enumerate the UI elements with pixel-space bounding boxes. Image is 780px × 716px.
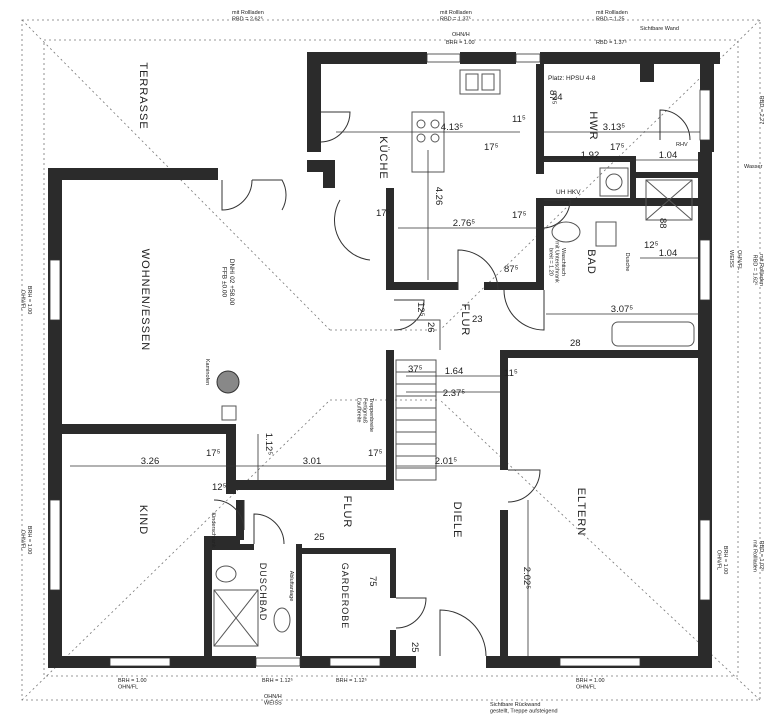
stairs xyxy=(395,319,441,481)
dim-hwr-width: 3.13⁵ xyxy=(603,122,625,133)
dim-diele-width: 2.01⁵ xyxy=(435,456,457,467)
dim-t17c: 17⁵ xyxy=(610,142,625,153)
dim-88: 88 xyxy=(657,218,668,229)
dim-t87b: 87⁵ xyxy=(547,90,558,105)
room-diele: DIELE xyxy=(451,502,463,539)
note-kid: Kinderschrank xyxy=(210,512,216,547)
doors xyxy=(213,109,691,657)
dim-t12c: 12⁵ xyxy=(415,302,426,317)
note-brh-kueche: BRH = 1.00 xyxy=(446,40,475,46)
dim-t37: 37⁵ xyxy=(408,364,423,375)
dim-75: 75 xyxy=(367,576,378,587)
dim-28: 28 xyxy=(570,338,581,349)
dimension-texts: 4.13⁵ 3.13⁵ 1.92 1.04 4.26 2.76⁵ 1.04 3.… xyxy=(141,90,678,653)
dim-t26: 26 xyxy=(425,322,436,333)
note-bad: Waschtischmit Unterschrankbreit = 1.20 xyxy=(547,241,566,283)
room-terrasse: TERRASSE xyxy=(137,62,149,129)
dim-164: 1.64 xyxy=(445,366,464,377)
note-ohne-kueche: OHN/H xyxy=(452,32,470,38)
note-weiss: WEISS xyxy=(728,250,734,268)
note-brh-left2: BRH = 1.00OHN/FL xyxy=(20,526,32,555)
note-uhv: UH HKV xyxy=(556,189,581,196)
note-brh-right1: RBD = 2.27 xyxy=(758,96,764,125)
dimension-lines xyxy=(70,131,700,656)
dim-276: 2.76⁵ xyxy=(453,218,475,229)
room-flur-lower: FLUR xyxy=(341,496,353,529)
interior-walls xyxy=(62,64,698,656)
dim-25a: 25 xyxy=(314,532,325,543)
dim-t17f: 17⁵ xyxy=(484,142,499,153)
dim-t87a: 87⁵ xyxy=(504,264,519,275)
dim-eltern-height: 2.02⁵ xyxy=(521,567,532,589)
room-garderobe: GARDEROBE xyxy=(340,563,350,630)
dim-237: 2.37⁵ xyxy=(443,388,465,399)
room-kueche: KÜCHE xyxy=(377,136,389,180)
note-rbd-stairs: TreppenbreiteFertigmaßLaufbreite xyxy=(355,398,374,432)
note-rbd-right: mit RollladenRBD = 1.62⁵ xyxy=(752,254,764,286)
dim-t17d: 17⁵ xyxy=(206,448,221,459)
dim-25b: 25 xyxy=(409,642,420,653)
room-bad: BAD xyxy=(585,249,597,275)
dim-t17b: 17⁵ xyxy=(512,210,527,221)
roof-outline xyxy=(21,19,761,701)
windows xyxy=(49,53,711,667)
note-rhv: RHV xyxy=(676,142,688,148)
note-ohnfl: OHN/FL xyxy=(736,250,742,270)
room-flur-upper: FLUR xyxy=(459,304,471,337)
dim-t11b: 11⁵ xyxy=(504,368,518,379)
dim-kitchen-width: 4.13⁵ xyxy=(441,122,463,133)
dim-t12b: 12⁵ xyxy=(212,482,227,493)
dim-t17e: 17⁵ xyxy=(368,448,383,459)
room-wohnen-essen: WOHNEN/ESSEN xyxy=(139,249,151,351)
room-kind: KIND xyxy=(137,505,149,535)
annotations: Platz: HPSU 4-8 UH HKV TreppenbreiteFert… xyxy=(20,10,765,714)
note-brh-bot3: BRH = 1.12⁵ xyxy=(336,677,367,684)
room-eltern: ELTERN xyxy=(575,488,587,537)
dim-kind-width: 3.26 xyxy=(141,456,160,467)
dim-t12a: 12⁵ xyxy=(644,240,659,251)
room-labels: TERRASSE KÜCHE WOHNEN/ESSEN FLUR BAD HWR… xyxy=(137,62,599,629)
note-hwr: Platz: HPSU 4-8 xyxy=(548,75,596,82)
dim-bad-width: 3.07⁵ xyxy=(611,304,633,315)
dim-t17a: 17⁵ xyxy=(376,208,391,219)
note-ofen: Kaminofen xyxy=(204,359,210,385)
dim-104b: 1.04 xyxy=(659,248,678,259)
note-brh-left1: BRH = 1.00OHN/FL xyxy=(20,286,32,315)
dim-192: 1.92 xyxy=(581,150,600,161)
note-dusche: Dusche xyxy=(624,253,630,272)
note-roof: DNHi 02 +58.00FFB ±0.00 xyxy=(221,259,236,306)
dim-23: 23 xyxy=(472,314,483,325)
note-window-top4: RBD = 1.37⁵ xyxy=(596,39,627,46)
dim-t11: 11⁵ xyxy=(512,114,526,125)
dim-kitchen-depth: 4.26 xyxy=(433,187,444,206)
dim-flur-height: 1.12⁵ xyxy=(263,433,274,455)
note-brh-bot2: BRH = 1.12⁵ xyxy=(262,677,293,684)
room-duschbad: DUSCHBAD xyxy=(258,563,268,622)
dim-flur-width: 3.01 xyxy=(303,456,322,467)
note-duschbad: Abluftanlage xyxy=(288,571,294,602)
note-rbd-right2: RBD = 1.02⁵mit Rollladen xyxy=(752,540,765,572)
fixtures xyxy=(213,69,695,647)
note-brh-right2: BRH = 1.00OHN/FL xyxy=(716,546,728,575)
note-sichtbar: Sichtbare Wand xyxy=(640,26,679,32)
note-wasser: Wasser xyxy=(744,164,763,170)
dim-104a: 1.04 xyxy=(659,150,678,161)
room-hwr: HWR xyxy=(587,111,599,140)
dim-24: 24 xyxy=(552,92,563,103)
